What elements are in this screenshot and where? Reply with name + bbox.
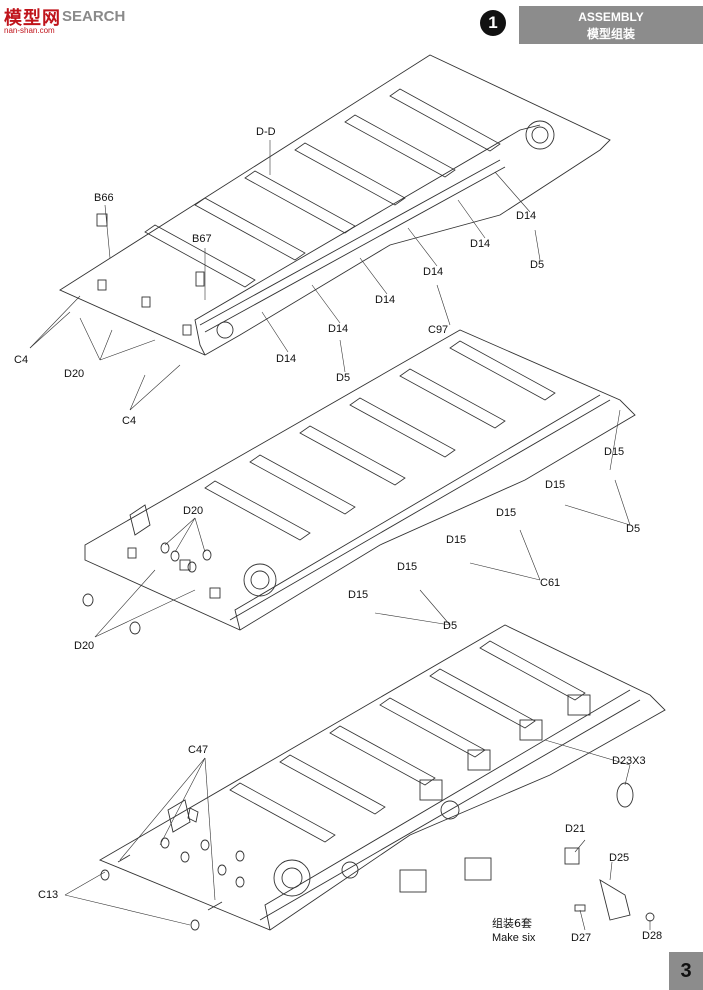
label-d5-top-2: D5 <box>336 372 351 384</box>
lower-hull-drawing <box>64 624 666 931</box>
logo-cn-text: 模型网 <box>4 8 61 29</box>
label-d15-2: D15 <box>545 479 566 491</box>
label-d20-top: D20 <box>64 368 85 380</box>
section-title-en: ASSEMBLY <box>578 10 644 24</box>
section-title-cn: 模型组装 <box>586 27 635 41</box>
label-b66: B66 <box>94 192 114 204</box>
label-d14-4: D14 <box>375 294 396 306</box>
label-d23x3: D23X3 <box>612 755 646 767</box>
label-d20-mid-1: D20 <box>183 505 204 517</box>
label-d5-mid-2: D5 <box>443 620 458 632</box>
leader-lines-middle <box>94 409 631 638</box>
bolt-pattern-lower <box>160 837 245 888</box>
label-d28: D28 <box>642 930 663 942</box>
label-d20-mid-2: D20 <box>74 640 95 652</box>
section-title-box: ASSEMBLY 模型组装 <box>519 6 703 44</box>
label-c4-1: C4 <box>14 354 29 366</box>
suspension-units <box>341 694 634 893</box>
make-six-note: 组装6套 Make six <box>492 917 535 945</box>
label-b67: B67 <box>192 233 212 245</box>
label-d14-3: D14 <box>423 266 444 278</box>
small-parts-top <box>96 213 205 336</box>
label-d21: D21 <box>565 823 586 835</box>
label-d5-mid-1: D5 <box>626 523 641 535</box>
roadwheel-arms-top <box>199 159 506 333</box>
final-drive-lower <box>273 859 311 897</box>
assembly-diagram <box>29 54 666 931</box>
step-number-badge: 1 <box>480 10 506 36</box>
page-header: 模型网 SEARCH nan-shan.com 1 ASSEMBLY 模型组装 <box>0 0 703 44</box>
label-d15-5: D15 <box>397 561 418 573</box>
small-assembly <box>564 847 655 922</box>
leader-lines-lower <box>64 739 651 931</box>
label-d15-4: D15 <box>446 534 467 546</box>
make-six-en: Make six <box>492 932 536 944</box>
leader-lines-top <box>29 140 541 411</box>
label-d-d: D-D <box>256 126 276 138</box>
torsion-slots-top <box>144 88 501 288</box>
label-c4-2: C4 <box>122 415 137 427</box>
make-six-cn: 组装6套 <box>492 917 532 930</box>
label-c97: C97 <box>428 324 449 336</box>
d20-parts-middle <box>82 542 212 635</box>
logo-url-text: nan-shan.com <box>4 26 55 35</box>
torsion-slots-lower <box>229 640 586 843</box>
label-d15-1: D15 <box>604 446 625 458</box>
label-d14-1: D14 <box>516 210 537 222</box>
label-d14-6: D14 <box>276 353 297 365</box>
label-d27: D27 <box>571 932 592 944</box>
torsion-slots-middle <box>204 340 556 541</box>
label-c47: C47 <box>188 744 209 756</box>
page-number: 3 <box>669 952 703 990</box>
middle-hull-drawing <box>82 329 636 638</box>
label-d25: D25 <box>609 852 630 864</box>
label-d15-6: D15 <box>348 589 369 601</box>
label-d14-2: D14 <box>470 238 491 250</box>
logo-en-text: SEARCH <box>62 8 126 25</box>
label-c61: C61 <box>540 577 561 589</box>
watermark-logo: 模型网 SEARCH nan-shan.com <box>4 4 156 35</box>
upper-hull-drawing <box>29 54 611 411</box>
label-c13: C13 <box>38 889 59 901</box>
label-d14-5: D14 <box>328 323 349 335</box>
label-d15-3: D15 <box>496 507 517 519</box>
label-d5-top-1: D5 <box>530 259 545 271</box>
c47-c13-parts <box>100 807 223 931</box>
